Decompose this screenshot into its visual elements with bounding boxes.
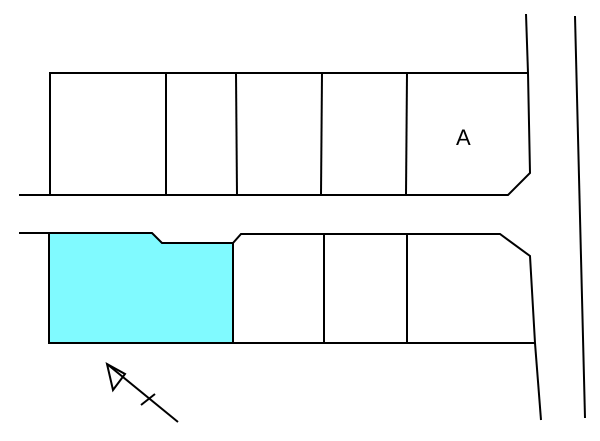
north-arrow-icon [105,362,179,423]
road-line-inner-lower [534,342,542,421]
highlighted-lot[interactable] [49,233,233,343]
lot-label-a: A [456,125,471,150]
road-line-inner [525,13,529,74]
top-block-outline [19,72,532,196]
top-lot-divider-3 [320,72,323,196]
top-lot-divider-4 [405,72,408,196]
top-lot-divider-2 [235,72,238,196]
road-line-outer [574,15,586,419]
bottom-block-outline [19,232,537,344]
